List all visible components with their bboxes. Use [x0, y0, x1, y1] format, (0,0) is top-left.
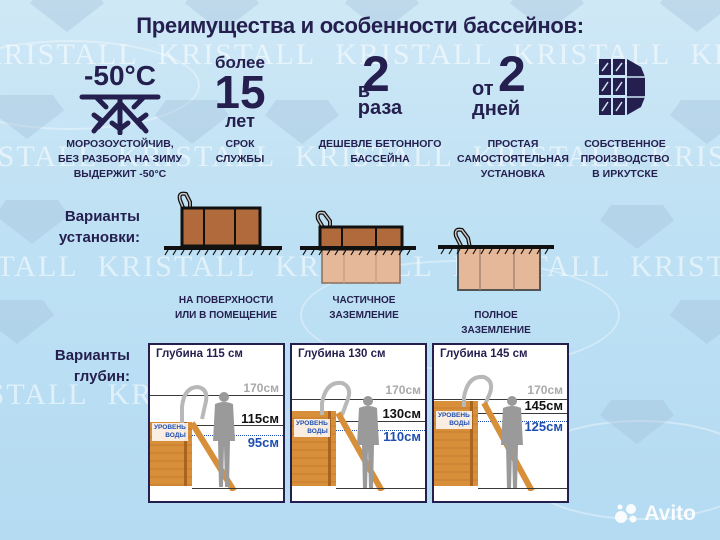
depth-label: 115см — [241, 411, 279, 426]
install-caption-partial: ЧАСТИЧНОЕ ЗАЗЕМЛЕНИЕ — [329, 295, 399, 321]
depth-label: 130см — [382, 406, 421, 421]
install-caption-full: ПОЛНОЕ ЗАЗЕМЛЕНИЕ — [461, 310, 531, 336]
depth-card-title: Глубина 145 см — [440, 348, 528, 360]
install-diagram-partial — [300, 210, 416, 284]
feature-caption: СОБСТВЕННОЕ ПРОИЗВОДСТВО В ИРКУТСКЕ — [580, 138, 670, 180]
install-diagram-full — [438, 227, 554, 291]
lifetime-bottom-word: лет — [225, 111, 255, 131]
feature-install-time: от дней 2 ПРОСТАЯ САМОСТОЯТЕЛЬНАЯ УСТАНО… — [457, 49, 569, 180]
lifetime-number: 15 — [214, 66, 266, 118]
frost-headline: -50°C — [84, 60, 156, 91]
feature-caption: СРОК СЛУЖБЫ — [215, 138, 265, 165]
ladder-and-person-icon — [180, 384, 237, 491]
water-level-label: УРОВЕНЬ ВОДЫ — [294, 419, 330, 437]
installation-label: Варианты установки: — [58, 208, 140, 246]
panel-building-icon — [599, 59, 645, 115]
page-title: Преимущества и особенности бассейнов: — [136, 13, 584, 38]
install-caption-surface: НА ПОВЕРХНОСТИ ИЛИ В ПОМЕЩЕНИЕ — [174, 295, 278, 321]
cheaper-prefix: в — [357, 80, 371, 102]
cheaper-bottom-word: раза — [357, 97, 403, 119]
depth-card-title: Глубина 130 см — [298, 348, 386, 360]
feature-lifetime: более 15 лет СРОК СЛУЖБЫ — [205, 53, 275, 165]
water-depth-label: 125см — [524, 419, 563, 434]
avito-logo: Avito — [614, 502, 696, 526]
depth-card-130: Глубина 130 см 170см 130см 110см УРОВЕНЬ… — [290, 343, 427, 503]
person-height-label: 170см — [385, 383, 421, 397]
install-diagram-surface — [164, 191, 282, 256]
feature-caption: ПРОСТАЯ САМОСТОЯТЕЛЬНАЯ УСТАНОВКА — [457, 138, 569, 180]
feature-production: СОБСТВЕННОЕ ПРОИЗВОДСТВО В ИРКУТСКЕ — [581, 55, 669, 180]
water-level-label: УРОВЕНЬ ВОДЫ — [436, 411, 472, 429]
feature-caption: ДЕШЕВЛЕ БЕТОННОГО БАССЕЙНА — [318, 138, 442, 165]
water-depth-label: 110см — [383, 429, 421, 444]
person-height-label: 170см — [527, 383, 563, 397]
feature-caption: МОРОЗОУСТОЙЧИВ, БЕЗ РАЗБОРА НА ЗИМУ ВЫДЕ… — [57, 138, 183, 180]
depth-label: 145см — [524, 398, 563, 413]
depths-label: Варианты глубин: — [54, 347, 130, 385]
install-prefix: от — [472, 78, 494, 100]
depth-card-title: Глубина 115 см — [156, 348, 243, 360]
person-height-label: 170см — [243, 381, 279, 395]
snowflake-icon — [79, 94, 161, 136]
depth-card-145: Глубина 145 см 170см 145см 125см УРОВЕНЬ… — [432, 343, 569, 503]
feature-cheaper: в раза 2 ДЕШЕВЛЕ БЕТОННОГО БАССЕЙНА — [319, 49, 442, 165]
install-number: 2 — [498, 46, 526, 102]
water-depth-label: 95см — [247, 435, 279, 450]
feature-frost: -50°C МОРОЗОУСТОЙЧИВ, БЕЗ РАЗБОРА НА ЗИМ… — [58, 55, 182, 181]
ladder-and-person-icon — [462, 374, 535, 491]
install-bottom-word: дней — [472, 98, 521, 120]
cheaper-number: 2 — [362, 46, 390, 102]
avito-dots-icon — [615, 504, 637, 523]
depth-card-115: Глубина 115 см 170см 115см 95см УРОВЕНЬ … — [148, 343, 285, 503]
ladder-and-person-icon — [320, 380, 385, 491]
water-level-label: УРОВЕНЬ ВОДЫ — [152, 423, 188, 441]
lifetime-top-word: более — [215, 53, 265, 72]
